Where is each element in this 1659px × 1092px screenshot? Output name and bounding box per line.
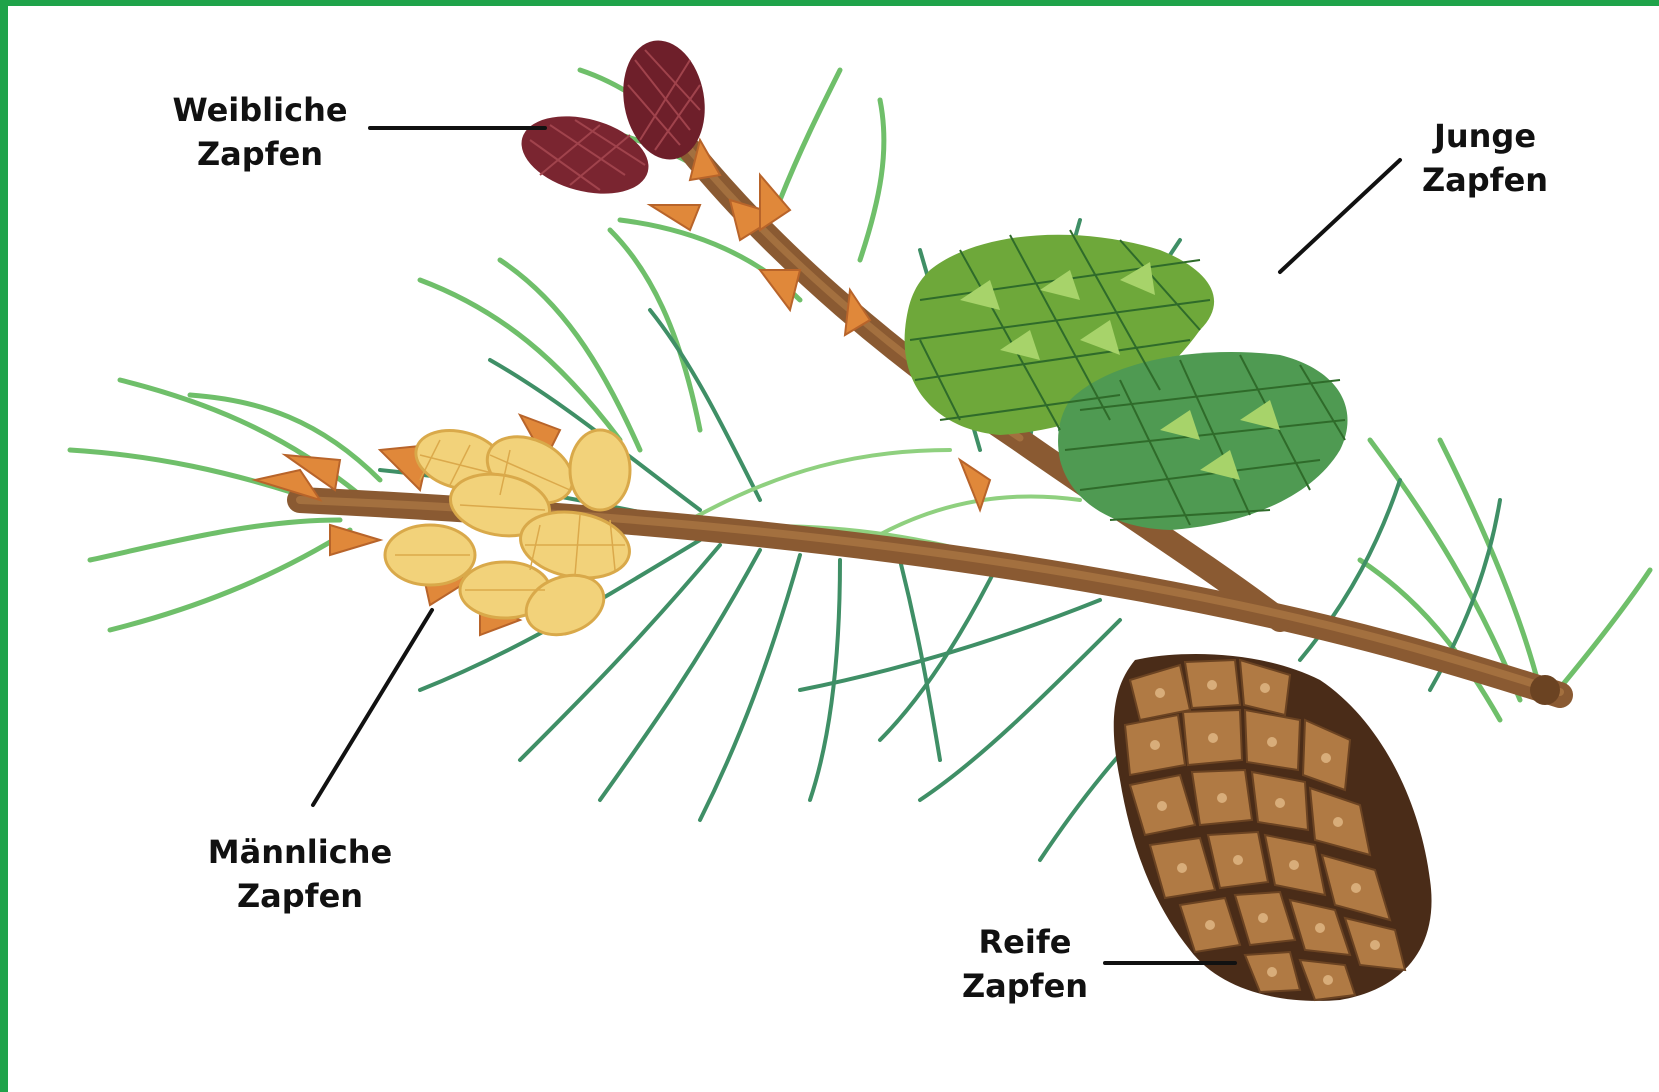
label-young-cones: Junge Zapfen (1410, 114, 1560, 202)
label-mature-line1: Reife (955, 920, 1095, 964)
female-cones (513, 34, 714, 207)
label-female-line2: Zapfen (160, 132, 360, 176)
leader-line-young (1280, 160, 1400, 272)
label-young-line2: Zapfen (1410, 158, 1560, 202)
mature-cone (1114, 654, 1432, 1001)
leader-line-male (313, 610, 432, 805)
label-male-cones: Männliche Zapfen (190, 830, 410, 918)
label-female-cones: Weibliche Zapfen (160, 88, 360, 176)
label-mature-cones: Reife Zapfen (955, 920, 1095, 1008)
label-male-line1: Männliche (190, 830, 410, 874)
label-young-line1: Junge (1410, 114, 1560, 158)
label-female-line1: Weibliche (160, 88, 360, 132)
label-mature-line2: Zapfen (955, 964, 1095, 1008)
label-male-line2: Zapfen (190, 874, 410, 918)
